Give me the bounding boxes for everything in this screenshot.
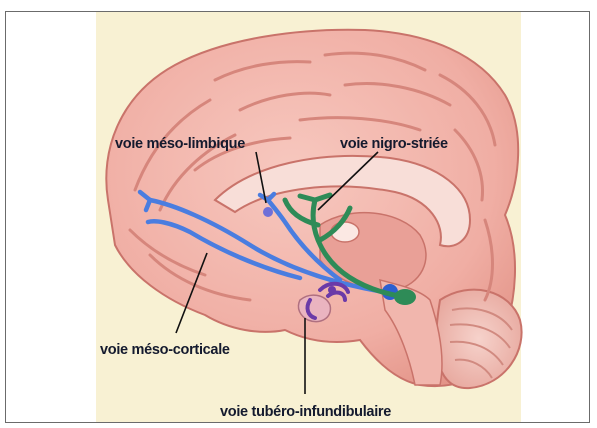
nucleus-accumbens-dot [263, 207, 273, 217]
label-voie-meso-limbique: voie méso-limbique [115, 136, 245, 152]
label-voie-meso-corticale: voie méso-corticale [100, 342, 230, 358]
substantia-nigra-dot [394, 289, 416, 305]
label-voie-tubero-infundibulaire: voie tubéro-infundibulaire [220, 404, 391, 420]
label-voie-nigro-striee: voie nigro-striée [340, 136, 448, 152]
arcuate-nucleus-dot [328, 286, 336, 294]
